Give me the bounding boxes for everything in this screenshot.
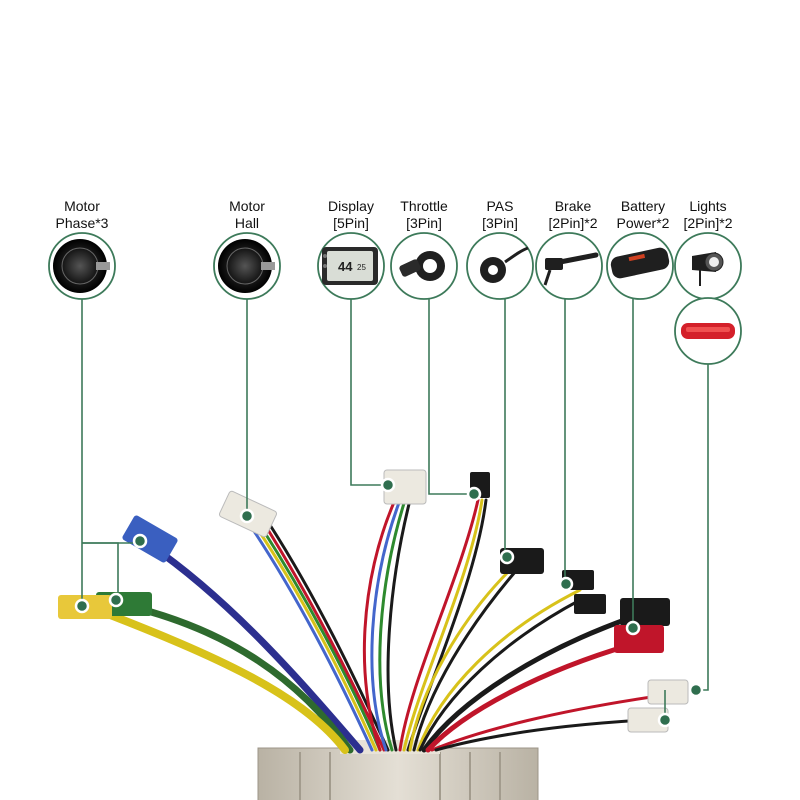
label-brake: Brake[2Pin]*2 (548, 198, 598, 231)
headlight-icon (692, 252, 724, 286)
connector-brake-2 (574, 594, 606, 614)
wire-green-phase (121, 601, 354, 754)
battery-pack-icon (610, 247, 670, 279)
connector-battery-red (614, 625, 664, 653)
thumb-throttle-icon (399, 251, 445, 281)
brake-icon-group (535, 232, 603, 300)
wire-yellow-phase (86, 603, 349, 754)
pas-icon-group (466, 232, 534, 300)
label-lights: Lights[2Pin]*2 (683, 198, 733, 231)
battery-icon-group (606, 232, 674, 300)
pas-sensor-icon (480, 246, 529, 283)
label-display: Display[5Pin] (328, 198, 374, 231)
connector-blue (122, 515, 178, 563)
connector-battery-black (620, 598, 670, 626)
controller-housing (257, 740, 539, 800)
wire-blue-phase (146, 541, 364, 754)
lcd-display-icon: 44 25 (322, 247, 378, 285)
hub-motor-icon (53, 239, 110, 293)
connector-light-1 (647, 679, 689, 705)
leader-lights (695, 364, 709, 691)
label-pas: PAS[3Pin] (482, 198, 518, 231)
brake-lever-icon (543, 252, 599, 286)
label-throttle: Throttle[3Pin] (400, 198, 448, 231)
hub-motor-icon (218, 239, 275, 293)
leader-display (350, 298, 388, 486)
lights-icon-group (674, 232, 742, 365)
leader-throttle (428, 298, 474, 495)
motor-phase-icon-group (48, 232, 116, 300)
svg-text:25: 25 (357, 263, 366, 272)
wire-bundle (86, 498, 667, 754)
motor-hall-icon-group (213, 232, 281, 300)
leader-dots (74, 477, 704, 728)
throttle-icon-group (390, 232, 458, 300)
leader-lines (81, 298, 709, 720)
display-icon-group: 44 25 (317, 232, 385, 300)
tail-light-icon (681, 323, 735, 339)
svg-text:44: 44 (338, 259, 353, 274)
